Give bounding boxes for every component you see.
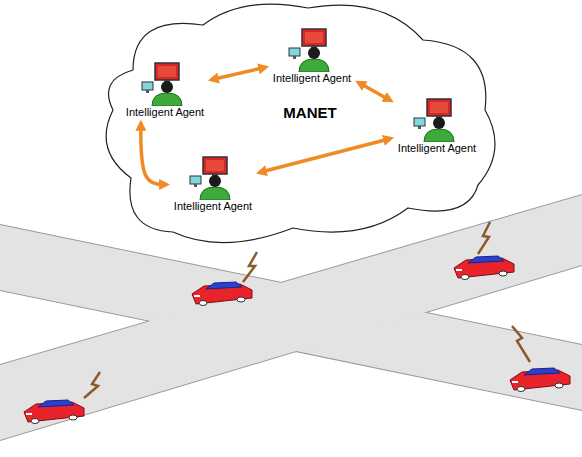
network-title: MANET <box>283 104 336 121</box>
label-anchor: MANET <box>283 104 336 121</box>
radio-bolt <box>478 222 490 254</box>
road-band <box>0 195 582 440</box>
agent-icon <box>188 156 238 200</box>
monitor <box>203 157 227 174</box>
monitor <box>155 63 179 80</box>
radio-bolt <box>84 372 100 398</box>
agent-label: Intelligent Agent <box>398 142 476 155</box>
monitor-stand <box>418 126 421 129</box>
agent-node: Intelligent Agent <box>171 156 255 213</box>
radio-bolt <box>243 252 257 282</box>
road-fill <box>0 195 582 440</box>
small-monitor <box>142 82 153 90</box>
agent-node: Intelligent Agent <box>123 62 207 119</box>
monitor-stand <box>293 56 296 59</box>
network-cloud: Intelligent AgentIntelligent AgentIntell… <box>93 0 505 250</box>
agent-icon <box>140 62 190 106</box>
agent-head <box>161 81 173 93</box>
monitor-screen <box>206 160 224 171</box>
monitor-screen <box>158 66 176 77</box>
monitor-stand <box>194 184 197 187</box>
car <box>24 400 84 424</box>
car <box>510 368 570 392</box>
small-monitor <box>289 48 300 56</box>
agent-label: Intelligent Agent <box>273 72 351 85</box>
monitor-screen <box>305 32 323 43</box>
agent-node: Intelligent Agent <box>270 28 354 85</box>
monitor <box>302 29 326 46</box>
agent-head <box>308 47 320 59</box>
agent-label: Intelligent Agent <box>174 200 252 213</box>
car <box>192 282 252 306</box>
radio-bolt <box>512 326 530 362</box>
agent-head <box>209 175 221 187</box>
agent-node: Intelligent Agent <box>395 98 479 155</box>
agent-icon <box>412 98 462 142</box>
monitor-stand <box>146 90 149 93</box>
small-monitor <box>190 176 201 184</box>
monitor-screen <box>430 102 448 113</box>
cloud-shape <box>106 4 495 243</box>
small-monitor <box>414 118 425 126</box>
car <box>454 256 514 280</box>
agent-head <box>433 117 445 129</box>
agent-icon <box>287 28 337 72</box>
agent-label: Intelligent Agent <box>126 106 204 119</box>
monitor <box>427 99 451 116</box>
